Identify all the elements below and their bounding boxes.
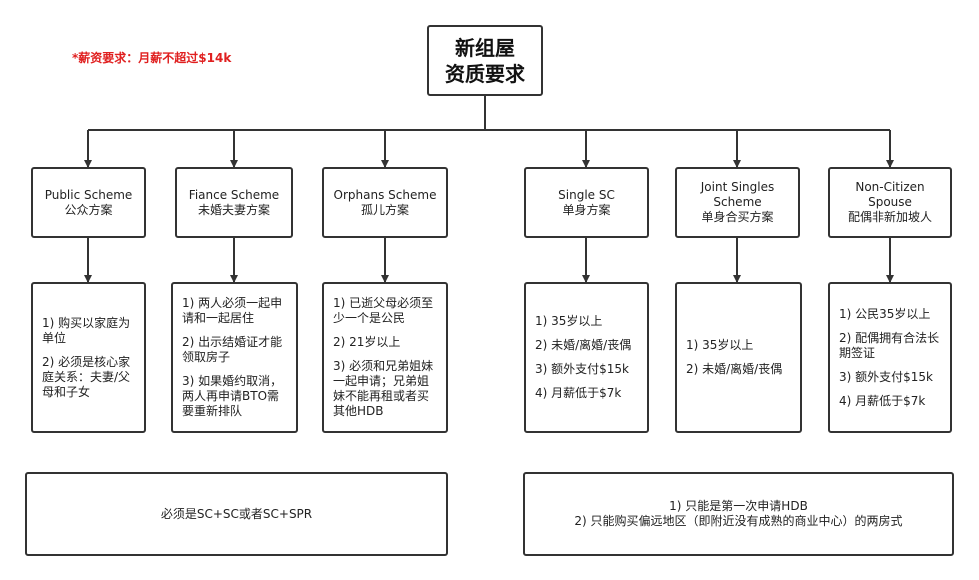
requirement-item: 2) 必须是核心家庭关系：夫妻/父母和子女 bbox=[42, 354, 131, 399]
scheme-node-orphans: Orphans Scheme 孤儿方案 bbox=[322, 167, 448, 238]
requirement-item: 2) 未婚/离婚/丧偶 bbox=[535, 338, 632, 352]
scheme-name-en: Non-Citizen Spouse bbox=[855, 180, 925, 209]
requirement-item: 3) 额外支付$15k bbox=[535, 362, 629, 376]
root-title-line2: 资质要求 bbox=[445, 61, 525, 86]
footer-note-left: 必须是SC+SC或者SC+SPR bbox=[25, 472, 448, 556]
scheme-node-fiance: Fiance Scheme 未婚夫妻方案 bbox=[175, 167, 293, 238]
requirement-item: 1) 35岁以上 bbox=[535, 314, 603, 328]
requirement-item: 2) 未婚/离婚/丧偶 bbox=[686, 362, 783, 376]
requirements-public: 1) 购买以家庭为单位 2) 必须是核心家庭关系：夫妻/父母和子女 bbox=[31, 282, 146, 433]
root-node: 新组屋 资质要求 bbox=[427, 25, 543, 96]
requirement-item: 1) 公民35岁以上 bbox=[839, 306, 931, 321]
scheme-name-en: Orphans Scheme bbox=[333, 187, 437, 202]
scheme-name-en: Public Scheme bbox=[44, 187, 133, 202]
scheme-node-joint: Joint Singles Scheme 单身合买方案 bbox=[675, 167, 800, 238]
scheme-name-cn: 孤儿方案 bbox=[360, 202, 409, 217]
scheme-name-cn: 配偶非新加坡人 bbox=[847, 210, 932, 224]
requirements-fiance: 1) 两人必须一起申请和一起居住 2) 出示结婚证才能领取房子 3) 如果婚约取… bbox=[171, 282, 298, 433]
scheme-name-en: Joint Singles Scheme bbox=[700, 180, 775, 209]
requirement-item: 1) 两人必须一起申请和一起居住 bbox=[182, 296, 283, 325]
scheme-name-cn: 公众方案 bbox=[64, 202, 113, 217]
scheme-name-en: Fiance Scheme bbox=[188, 187, 280, 202]
scheme-name-cn: 未婚夫妻方案 bbox=[197, 202, 270, 217]
requirements-noncitizen: 1) 公民35岁以上 2) 配偶拥有合法长期签证 3) 额外支付$15k 4) … bbox=[828, 282, 952, 433]
footer-note-right-line2: 2) 只能购买偏远地区（即附近没有成熟的商业中心）的两房式 bbox=[574, 514, 903, 528]
requirements-single: 1) 35岁以上 2) 未婚/离婚/丧偶 3) 额外支付$15k 4) 月薪低于… bbox=[524, 282, 649, 433]
requirement-item: 3) 额外支付$15k bbox=[839, 369, 933, 384]
footer-note-left-text: 必须是SC+SC或者SC+SPR bbox=[160, 506, 313, 521]
requirement-item: 3) 如果婚约取消，两人再申请BTO需要重新排队 bbox=[182, 374, 283, 418]
scheme-node-noncitizen: Non-Citizen Spouse 配偶非新加坡人 bbox=[828, 167, 952, 238]
scheme-name-cn: 单身合买方案 bbox=[701, 210, 774, 224]
requirement-item: 1) 已逝父母必须至少一个是公民 bbox=[333, 296, 434, 325]
requirement-item: 4) 月薪低于$7k bbox=[839, 393, 926, 408]
requirement-item: 2) 出示结婚证才能领取房子 bbox=[182, 335, 283, 364]
root-title-line1: 新组屋 bbox=[455, 35, 515, 60]
requirement-item: 3) 必须和兄弟姐妹一起申请；兄弟姐妹不能再租或者买其他HDB bbox=[333, 359, 434, 418]
requirement-item: 1) 35岁以上 bbox=[686, 338, 754, 352]
salary-note: *薪资要求：月薪不超过$14k bbox=[72, 51, 232, 65]
footer-note-right: 1) 只能是第一次申请HDB 2) 只能购买偏远地区（即附近没有成熟的商业中心）… bbox=[523, 472, 954, 556]
requirement-item: 2) 配偶拥有合法长期签证 bbox=[839, 330, 940, 360]
footer-note-right-line1: 1) 只能是第一次申请HDB bbox=[669, 499, 808, 513]
scheme-node-single: Single SC 单身方案 bbox=[524, 167, 649, 238]
requirements-orphans: 1) 已逝父母必须至少一个是公民 2) 21岁以上 3) 必须和兄弟姐妹一起申请… bbox=[322, 282, 448, 433]
requirements-joint: 1) 35岁以上 2) 未婚/离婚/丧偶 bbox=[675, 282, 802, 433]
requirement-item: 1) 购买以家庭为单位 bbox=[42, 315, 131, 345]
scheme-name-cn: 单身方案 bbox=[562, 202, 611, 217]
requirement-item: 4) 月薪低于$7k bbox=[535, 386, 622, 400]
requirement-item: 2) 21岁以上 bbox=[333, 335, 401, 349]
scheme-name-en: Single SC bbox=[558, 187, 615, 202]
scheme-node-public: Public Scheme 公众方案 bbox=[31, 167, 146, 238]
